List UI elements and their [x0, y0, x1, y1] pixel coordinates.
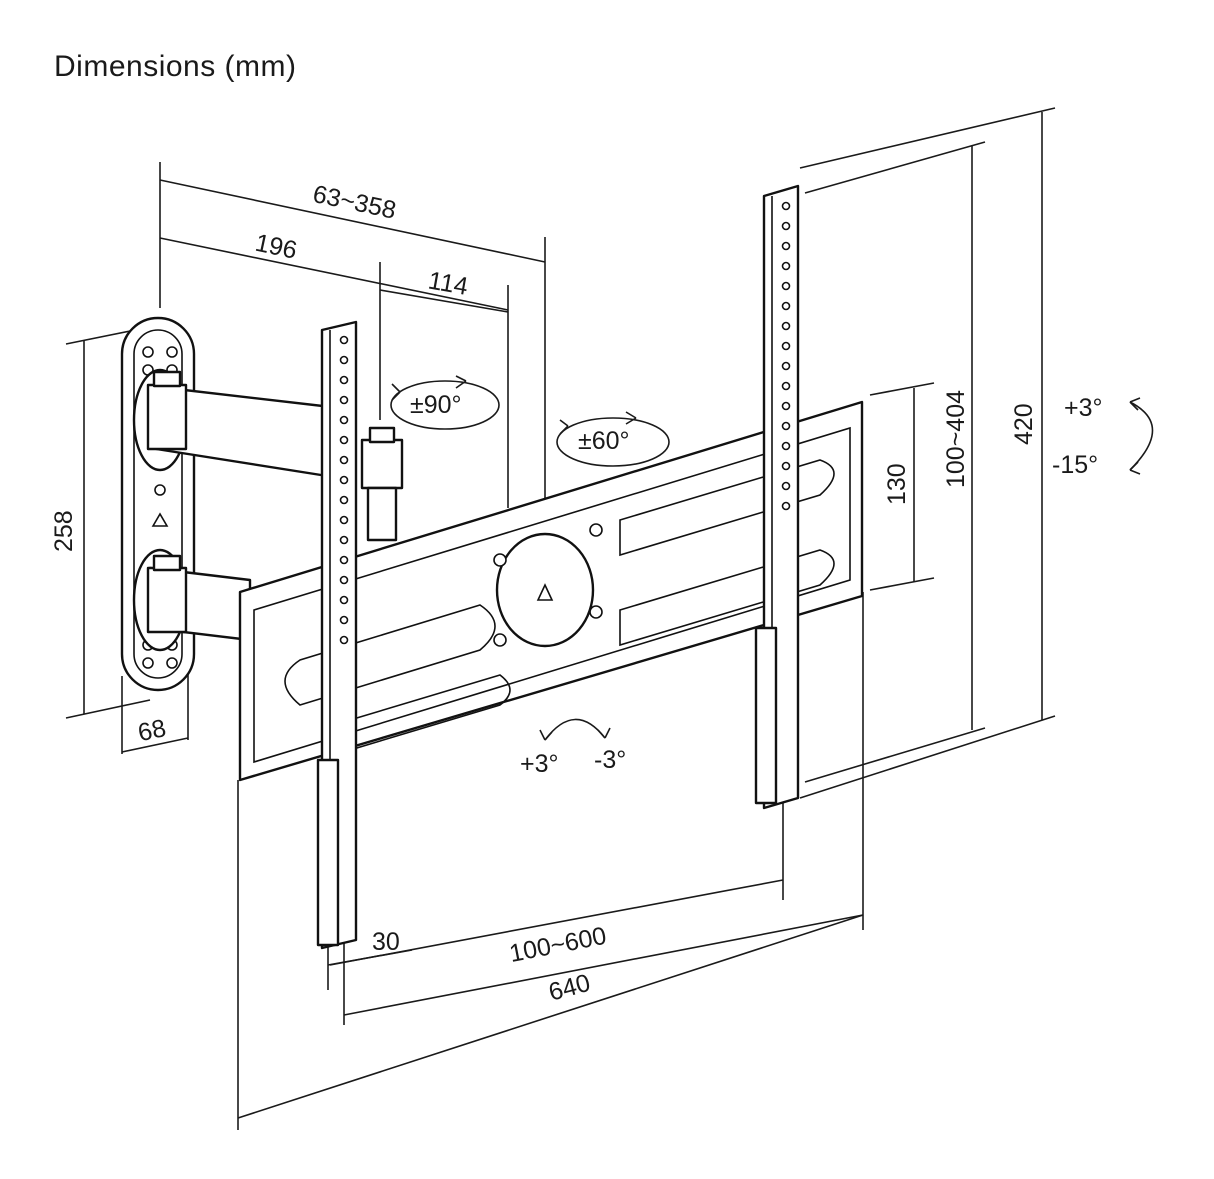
- label-30: 30: [372, 928, 400, 956]
- diagram-title: Dimensions (mm): [54, 50, 297, 83]
- label-level-plus: +3°: [520, 750, 559, 778]
- label-258: 258: [50, 510, 78, 552]
- tv-bracket-rail: [238, 400, 864, 782]
- vesa-arm-left: [316, 320, 358, 950]
- label-swivel-arm: ±90°: [410, 391, 462, 419]
- label-114: 114: [426, 266, 470, 301]
- label-63-358: 63~358: [310, 180, 398, 225]
- rotation-labels: ±90° ±60° +3° -15° +3° -3°: [410, 391, 1103, 778]
- vesa-holes: [339, 201, 791, 645]
- label-level-minus: -3°: [594, 746, 626, 774]
- rotation-indicators: [390, 375, 1154, 741]
- label-tilt-up: +3°: [1064, 394, 1103, 422]
- label-swivel-bracket: ±60°: [578, 427, 630, 455]
- label-100-404: 100~404: [942, 390, 970, 488]
- label-420: 420: [1010, 403, 1038, 445]
- label-68: 68: [135, 714, 168, 747]
- label-130: 130: [883, 463, 911, 505]
- vesa-arm-right: [754, 184, 800, 810]
- dimension-lines: [65, 107, 1056, 1130]
- label-tilt-down: -15°: [1052, 451, 1098, 479]
